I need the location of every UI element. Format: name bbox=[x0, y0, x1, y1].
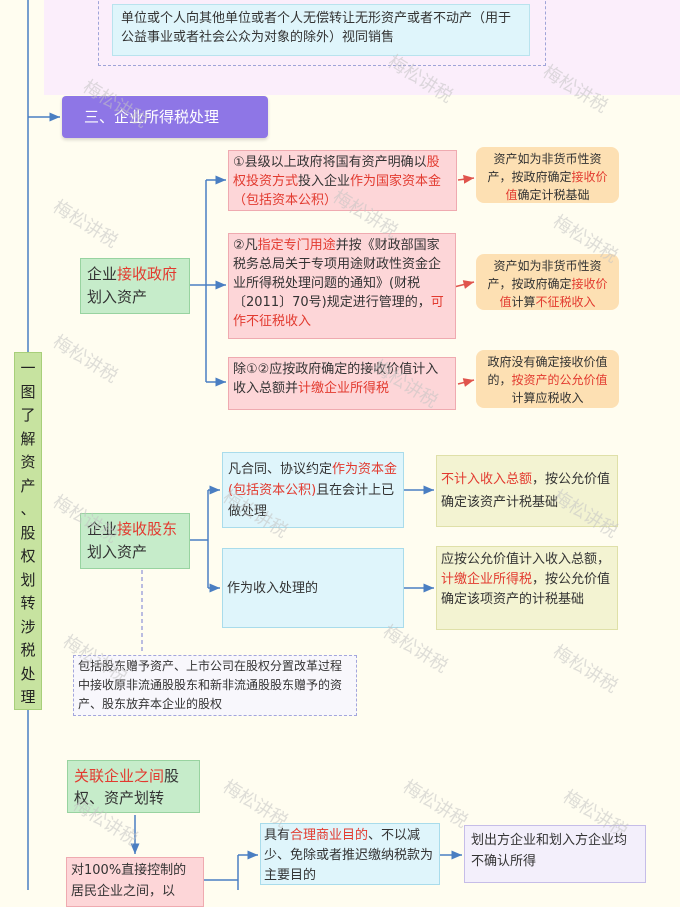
related-condition-box: 具有合理商业目的、不以减少、免除或者推迟缴纳税款为主要目的 bbox=[260, 823, 440, 885]
gov-note-1-text: 资产如为非货币性资产，按政府确定 bbox=[487, 152, 602, 184]
gov-note-1-highlight: 接收价值 bbox=[505, 170, 608, 202]
sh-case-1-text: 且在会计上已做处理 bbox=[228, 483, 395, 519]
side-title-char: 税 bbox=[20, 641, 36, 659]
gov-note-2-text: 资产如为非货币性资产，按政府确定 bbox=[487, 259, 602, 291]
sh-dashed-note: 包括股东赠予资产、上市公司在股权分置改革过程中接收原非流通股股东和新非流通股股东… bbox=[73, 655, 357, 716]
sh-case-1-text: 凡合同、协议约定 bbox=[228, 462, 333, 477]
sh-label-a: 企业 bbox=[87, 520, 118, 538]
rel-cond-text: 、不以减少、免除或者推迟缴纳税款为主要目的 bbox=[264, 828, 434, 883]
rel-label-a: 关联企业之间 bbox=[74, 767, 165, 785]
side-title-char: 产 bbox=[20, 476, 36, 495]
gov-note-2: 资产如为非货币性资产，按政府确定接收价值计算不征税收入 bbox=[476, 254, 619, 310]
side-title-char: 理 bbox=[20, 688, 36, 706]
gov-case-1-text: ①县级以上政府将国有资产明确以 bbox=[233, 155, 427, 170]
sh-case-1-highlight: 作为资本金(包括资本公积) bbox=[228, 462, 398, 498]
side-title-char: 、 bbox=[20, 500, 36, 518]
gov-case-2-text: ②凡 bbox=[233, 238, 258, 253]
rel-result-text: 划出方企业和划入方企业均不确认所得 bbox=[471, 833, 628, 869]
rel-sub-text: 对100%直接控制的居民企业之间，以 bbox=[71, 863, 187, 899]
gov-case-2-box: ②凡指定专门用途并按《财政部国家税务总局关于专项用途财政性资金企业所得税处理问题… bbox=[228, 233, 456, 339]
side-title-char: 转 bbox=[20, 594, 36, 612]
gov-case-1-box: ①县级以上政府将国有资产明确以股权投资方式投入企业作为国家资本金（包括资本公积） bbox=[228, 150, 457, 211]
side-title-char: 一 bbox=[20, 359, 36, 377]
related-transfer-node: 关联企业之间股权、资产划转 bbox=[67, 760, 200, 813]
side-title-char: 处 bbox=[20, 664, 36, 683]
deemed-sale-box: 单位或个人向其他单位或者个人无偿转让无形资产或者不动产（用于公益事业或者社会公众… bbox=[112, 4, 530, 56]
sh-label-c: 划入资产 bbox=[87, 543, 148, 561]
gov-note-3: 政府没有确定接收价值的，按资产的公允价值计算应税收入 bbox=[476, 350, 619, 408]
sh-case-2-text: 作为收入处理的 bbox=[227, 581, 319, 596]
side-title-bar: 一 图 了 解 资 产 、 股 权 划 转 涉 税 处 理 bbox=[14, 352, 42, 710]
gov-note-2-highlight: 接收价值 bbox=[499, 277, 608, 309]
shareholder-assets-node: 企业接收股东划入资产 bbox=[80, 513, 190, 569]
sh-result-2-highlight: 计缴企业所得税 bbox=[441, 572, 533, 587]
gov-note-2-highlight: 不征税收入 bbox=[535, 295, 596, 309]
sh-label-b: 接收股东 bbox=[117, 520, 178, 538]
side-title-char: 资 bbox=[20, 453, 36, 471]
side-title-char: 股 bbox=[20, 523, 36, 542]
side-title-char: 划 bbox=[20, 570, 36, 589]
gov-note-3-highlight: 按资产的公允价值 bbox=[511, 373, 608, 387]
gov-assets-node: 企业接收政府划入资产 bbox=[80, 258, 190, 314]
gov-case-2-highlight: 指定专门用途 bbox=[257, 238, 336, 253]
gov-note-3-text: 政府没有确定接收价值的， bbox=[487, 355, 608, 387]
side-title-char: 解 bbox=[20, 429, 36, 448]
gov-label-a: 企业 bbox=[87, 265, 118, 283]
gov-case-3-box: 除①②应按政府确定的接收价值计入收入总额并计缴企业所得税 bbox=[228, 357, 456, 410]
top-dashed-frame bbox=[98, 0, 546, 66]
gov-case-1-text: 投入企业 bbox=[298, 174, 351, 189]
gov-label-c: 划入资产 bbox=[87, 288, 148, 306]
rel-cond-text: 具有 bbox=[264, 828, 291, 843]
sh-capital-case-box: 凡合同、协议约定作为资本金(包括资本公积)且在会计上已做处理 bbox=[222, 452, 404, 528]
gov-case-2-highlight: 可作不征税收入 bbox=[233, 295, 444, 329]
gov-note-3-text: 计算应税收入 bbox=[511, 391, 584, 405]
sh-result-2-text: ，按公允价值确定该项资产的计税基础 bbox=[441, 572, 611, 607]
sh-result-1-highlight: 不计入收入总额 bbox=[441, 472, 533, 487]
sh-income-case-box: 作为收入处理的 bbox=[222, 548, 404, 628]
gov-note-2-text: 计算 bbox=[511, 295, 536, 309]
side-title-char: 涉 bbox=[20, 617, 36, 636]
gov-label-b: 接收政府 bbox=[117, 265, 178, 283]
side-title-char: 权 bbox=[20, 547, 36, 565]
sh-result-1-box: 不计入收入总额，按公允价值确定该资产计税基础 bbox=[436, 455, 618, 527]
deemed-sale-text: 单位或个人向其他单位或者个人无偿转让无形资产或者不动产（用于公益事业或者社会公众… bbox=[121, 11, 512, 45]
sh-result-2-box: 应按公允价值计入收入总额， 计缴企业所得税，按公允价值确定该项资产的计税基础 bbox=[436, 546, 618, 630]
side-title-char: 图 bbox=[20, 382, 36, 401]
related-control-box: 对100%直接控制的居民企业之间，以 bbox=[66, 857, 204, 907]
sh-dashed-note-text: 包括股东赠予资产、上市公司在股权分置改革过程中接收原非流通股股东和新非流通股股东… bbox=[78, 659, 343, 711]
gov-case-1-highlight: 股权投资方式 bbox=[233, 155, 440, 189]
gov-case-3-text: 除①②应按政府确定的接收价值计入收入总额并 bbox=[233, 362, 439, 396]
rel-label-b: 股权、资产划转 bbox=[74, 767, 180, 807]
gov-note-1-text: 确定计税基础 bbox=[517, 188, 590, 202]
side-title-char: 了 bbox=[20, 406, 36, 424]
sh-result-1-text: ，按公允价值确定该资产计税基础 bbox=[441, 472, 611, 510]
related-result-box: 划出方企业和划入方企业均不确认所得 bbox=[464, 825, 646, 883]
rel-cond-highlight: 合理商业目的 bbox=[290, 828, 369, 843]
sh-result-2-text: 应按公允价值计入收入总额， bbox=[441, 552, 611, 567]
gov-case-3-highlight: 计缴企业所得税 bbox=[298, 381, 390, 396]
section-title: 三、企业所得税处理 bbox=[84, 108, 220, 126]
gov-case-2-text: 并按《财政部国家税务总局关于专项用途财政性资金企业所得税处理问题的通知》(财税〔… bbox=[233, 238, 442, 310]
gov-case-1-highlight: 作为国家资本金（包括资本公积） bbox=[233, 174, 442, 208]
section-header: 三、企业所得税处理 bbox=[62, 96, 268, 138]
gov-note-1: 资产如为非货币性资产，按政府确定接收价值确定计税基础 bbox=[476, 147, 619, 203]
